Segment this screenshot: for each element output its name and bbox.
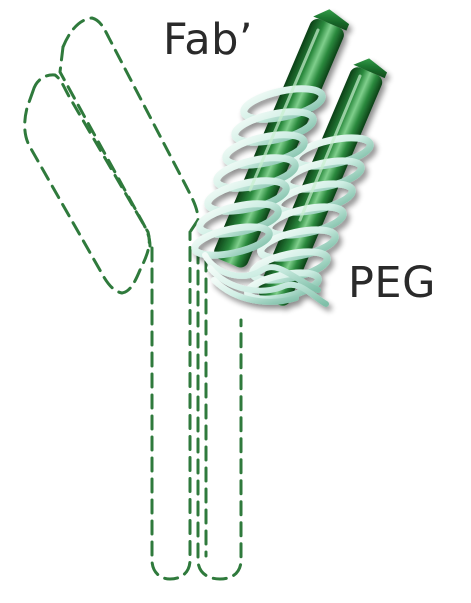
fab-prime-label: Fab’ <box>163 19 253 62</box>
fc-right-chain-outline <box>198 250 241 579</box>
outer-fab-arm-outline <box>25 75 150 293</box>
antibody-outline <box>25 18 241 579</box>
fc-left-chain-outline <box>152 232 190 579</box>
hinge-outline <box>60 47 150 246</box>
peg-label: PEG <box>348 262 436 305</box>
